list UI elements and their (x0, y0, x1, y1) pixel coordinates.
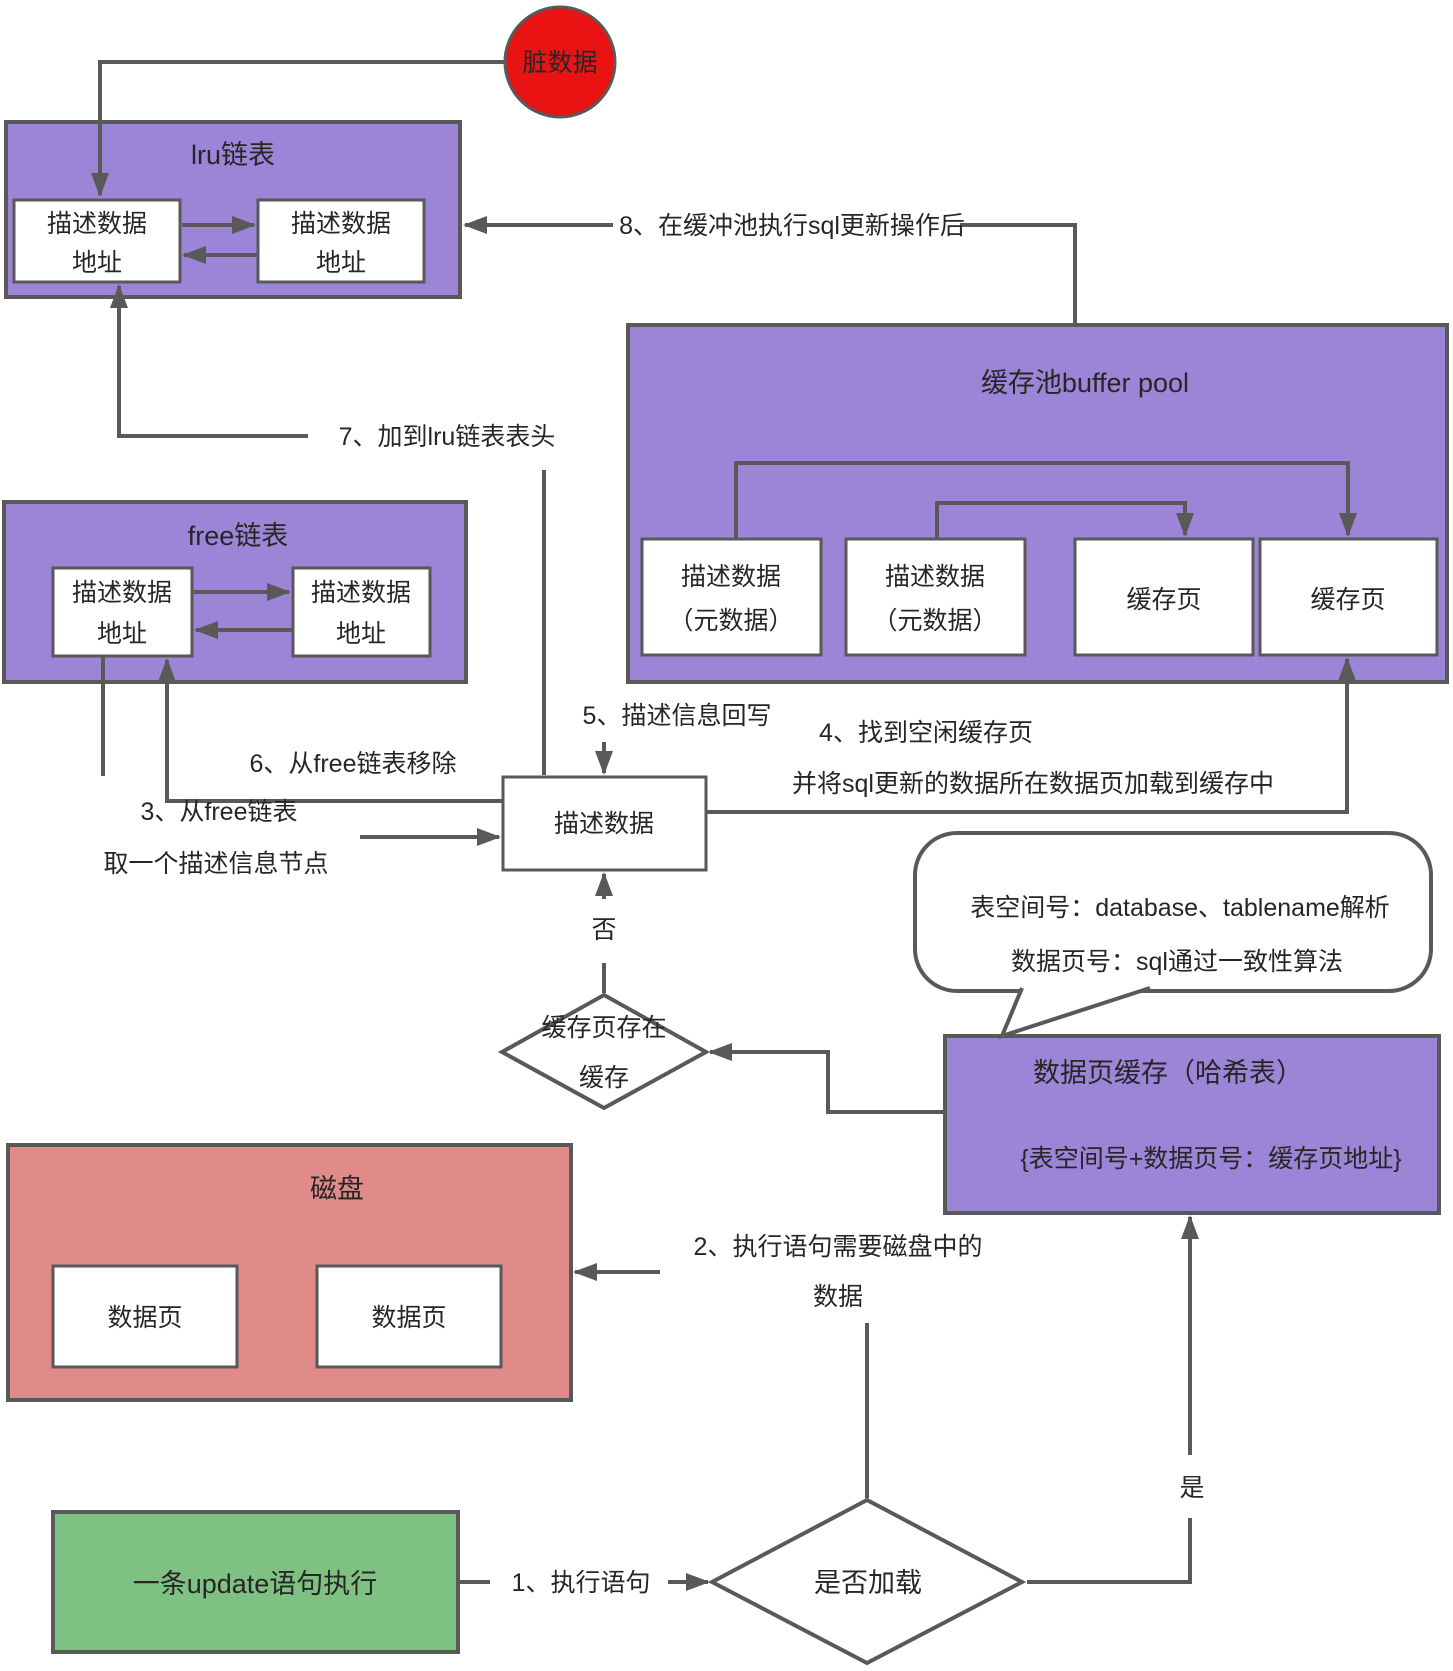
edge-dirty-data-to-lru-head (91, 60, 505, 197)
cache-page2-label: 缓存页 (1310, 586, 1385, 614)
step6-label: 6、从free链表移除 (250, 750, 457, 778)
meta2-line1: 描述数据 (885, 563, 985, 591)
page-cache-mapping: {表空间号+数据页号：缓存页地址} (1020, 1145, 1401, 1173)
lru-list-title: lru链表 (191, 140, 275, 170)
step5-label: 5、描述信息回写 (583, 702, 772, 730)
meta1-line2: （元数据） (668, 607, 793, 635)
cache-page1-label: 缓存页 (1126, 586, 1201, 614)
step3-line2: 取一个描述信息节点 (103, 850, 328, 878)
free-list-title: free链表 (188, 521, 289, 551)
cache-check-line1: 缓存页存在 (541, 1014, 666, 1042)
page-cache-title: 数据页缓存（哈希表） (1033, 1058, 1303, 1088)
update-statement-node (51, 1510, 460, 1654)
edge-step4-load-into-cache-page (706, 657, 1356, 814)
edge-step7-into-lru-node1 (110, 284, 308, 438)
parse-callout-bubble (913, 831, 1433, 993)
edge-step8-from-buffer-pool (960, 223, 1077, 327)
step4-line2: 并将sql更新的数据所在数据页加载到缓存中 (792, 770, 1274, 798)
load-check-diamond (707, 1497, 1027, 1666)
buffer-pool-cache-page-1 (1073, 537, 1255, 657)
edge-meta2-to-cache-page1 (935, 501, 1194, 539)
update-statement-label: 一条update语句执行 (133, 1569, 378, 1599)
disk-page2-label: 数据页 (371, 1304, 446, 1332)
disk-data-page-2 (315, 1264, 503, 1369)
free-node2-line1: 描述数据 (311, 579, 411, 607)
step1-label: 1、执行语句 (512, 1569, 651, 1597)
edge-step6-remove-from-free (158, 658, 503, 803)
load-check-label: 是否加载 (814, 1568, 922, 1598)
disk-title: 磁盘 (310, 1174, 364, 1204)
cache-check-line2: 缓存 (579, 1064, 629, 1092)
lru-node2-line2: 地址 (316, 249, 366, 277)
step8-label: 8、在缓冲池执行sql更新操作后 (619, 212, 965, 240)
step3-line1: 3、从free链表 (141, 798, 298, 826)
buffer-pool-meta-2 (844, 537, 1027, 657)
lru-node1-line2: 地址 (72, 249, 122, 277)
meta1-line1: 描述数据 (681, 563, 781, 591)
buffer-pool-meta-1 (640, 537, 823, 657)
lru-node1-line1: 描述数据 (47, 210, 147, 238)
step2-line2: 数据 (813, 1283, 863, 1311)
disk-page1-label: 数据页 (107, 1304, 182, 1332)
meta2-line2: （元数据） (872, 607, 997, 635)
lru-node2-line1: 描述数据 (291, 210, 391, 238)
page-cache-hash-box (943, 1034, 1441, 1215)
edge-yes-branch-lower (1027, 1518, 1192, 1584)
callout-line2: 数据页号：sql通过一致性算法 (1011, 948, 1343, 976)
buffer-pool-title: 缓存池buffer pool (981, 368, 1189, 398)
dirty-data-label: 脏数据 (522, 49, 597, 77)
free-node2-line2: 地址 (336, 620, 386, 648)
yes-branch-label: 是 (1179, 1474, 1204, 1502)
free-node1-line1: 描述数据 (72, 579, 172, 607)
edge-meta1-to-cache-page2 (734, 461, 1357, 539)
free-node-1 (51, 566, 194, 658)
free-node-2 (291, 566, 432, 658)
edge-page-cache-to-cache-check (708, 1043, 945, 1114)
callout-line1: 表空间号：database、tablename解析 (970, 894, 1390, 922)
step4-line1: 4、找到空闲缓存页 (819, 719, 1033, 747)
no-branch-label: 否 (591, 916, 616, 944)
buffer-pool-cache-page-2 (1258, 537, 1439, 657)
lru-node-1 (12, 198, 182, 284)
step2-line1: 2、执行语句需要磁盘中的 (694, 1233, 983, 1261)
disk-data-page-1 (51, 1264, 239, 1369)
free-node1-line2: 地址 (97, 620, 147, 648)
step7-label: 7、加到lru链表表头 (339, 423, 556, 451)
cache-check-diamond (497, 992, 711, 1111)
describe-data-label: 描述数据 (554, 810, 654, 838)
describe-data-node (501, 775, 708, 872)
callout-tail (998, 986, 1151, 1040)
lru-node-2 (256, 198, 426, 284)
